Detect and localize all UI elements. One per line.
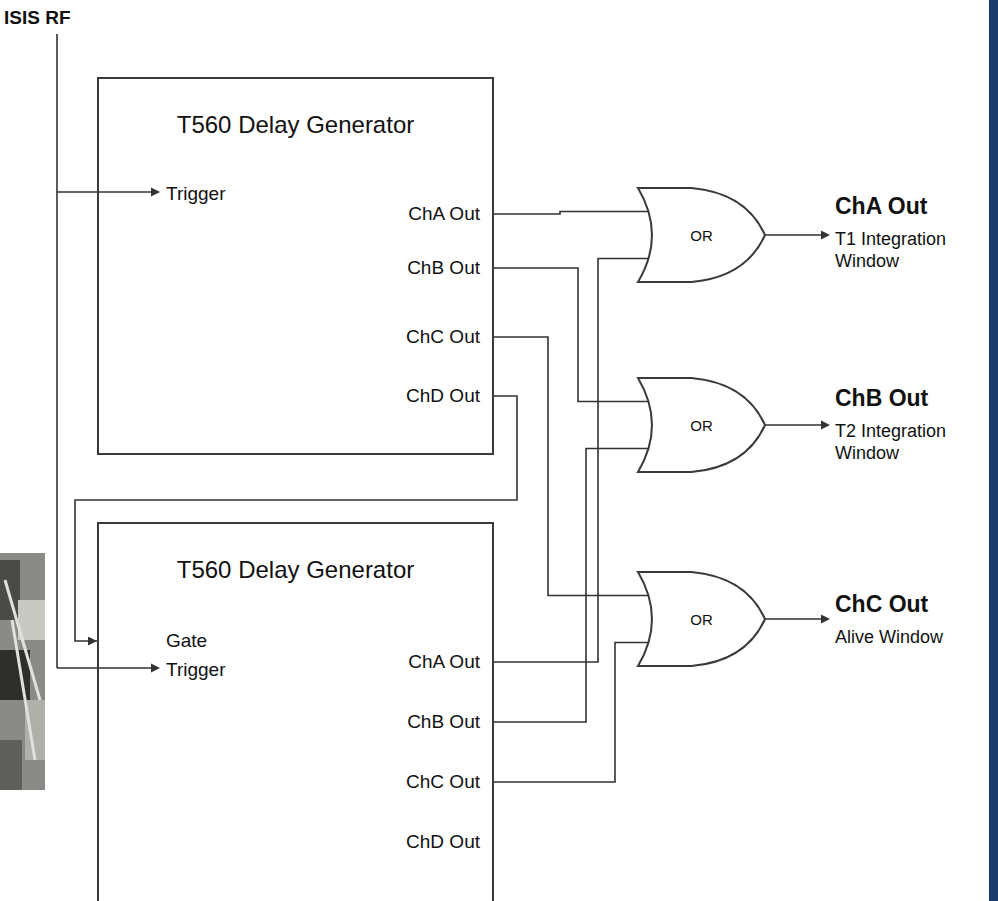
- output-channel: ChA Out: [835, 192, 927, 220]
- port-label: Gate: [166, 630, 207, 652]
- port-label: Trigger: [166, 183, 225, 205]
- output-description: T1 Integration Window: [835, 228, 985, 272]
- output-channel: ChC Out: [835, 590, 928, 618]
- delay-generator-box: T560 Delay GeneratorGateTrigger ChA OutCh…: [97, 522, 494, 901]
- gate-label: OR: [690, 611, 713, 628]
- signal-wire: [494, 643, 648, 783]
- port-label: ChB Out: [407, 711, 480, 733]
- signal-source: ISIS RF: [4, 6, 71, 29]
- port-label: ChC Out: [406, 771, 480, 793]
- photo-fragment: [0, 553, 45, 790]
- or-gate: OR: [638, 188, 765, 282]
- signal-wire: [494, 212, 648, 215]
- device-title: T560 Delay Generator: [99, 114, 492, 136]
- port-label: Trigger: [166, 659, 225, 681]
- output-description: Alive Window: [835, 626, 985, 648]
- gate-label: OR: [690, 417, 713, 434]
- edge-band: [989, 0, 998, 901]
- port-label: ChA Out: [408, 203, 480, 225]
- or-gate-shape: [638, 378, 765, 472]
- signal-wire: [494, 449, 648, 723]
- or-gate-shape: [638, 188, 765, 282]
- port-label: ChD Out: [406, 831, 480, 853]
- device-title: T560 Delay Generator: [99, 559, 492, 581]
- or-gate: OR: [638, 572, 765, 666]
- output-channel: ChB Out: [835, 384, 928, 412]
- port-label: ChC Out: [406, 326, 480, 348]
- output-description: T2 Integration Window: [835, 420, 985, 464]
- port-label: ChD Out: [406, 385, 480, 407]
- or-gate: OR: [638, 378, 765, 472]
- output-arrow: [765, 231, 830, 624]
- rf-trigger-wire: [57, 34, 160, 673]
- delay-generator-box: T560 Delay GeneratorTriggerChA OutChB Ou…: [97, 77, 494, 455]
- port-label: ChA Out: [408, 651, 480, 673]
- signal-wire: [75, 396, 517, 641]
- or-gate-shape: [638, 572, 765, 666]
- signal-wire: [494, 259, 648, 663]
- signal-wire: [494, 268, 648, 402]
- gate-label: OR: [690, 227, 713, 244]
- port-label: ChB Out: [407, 257, 480, 279]
